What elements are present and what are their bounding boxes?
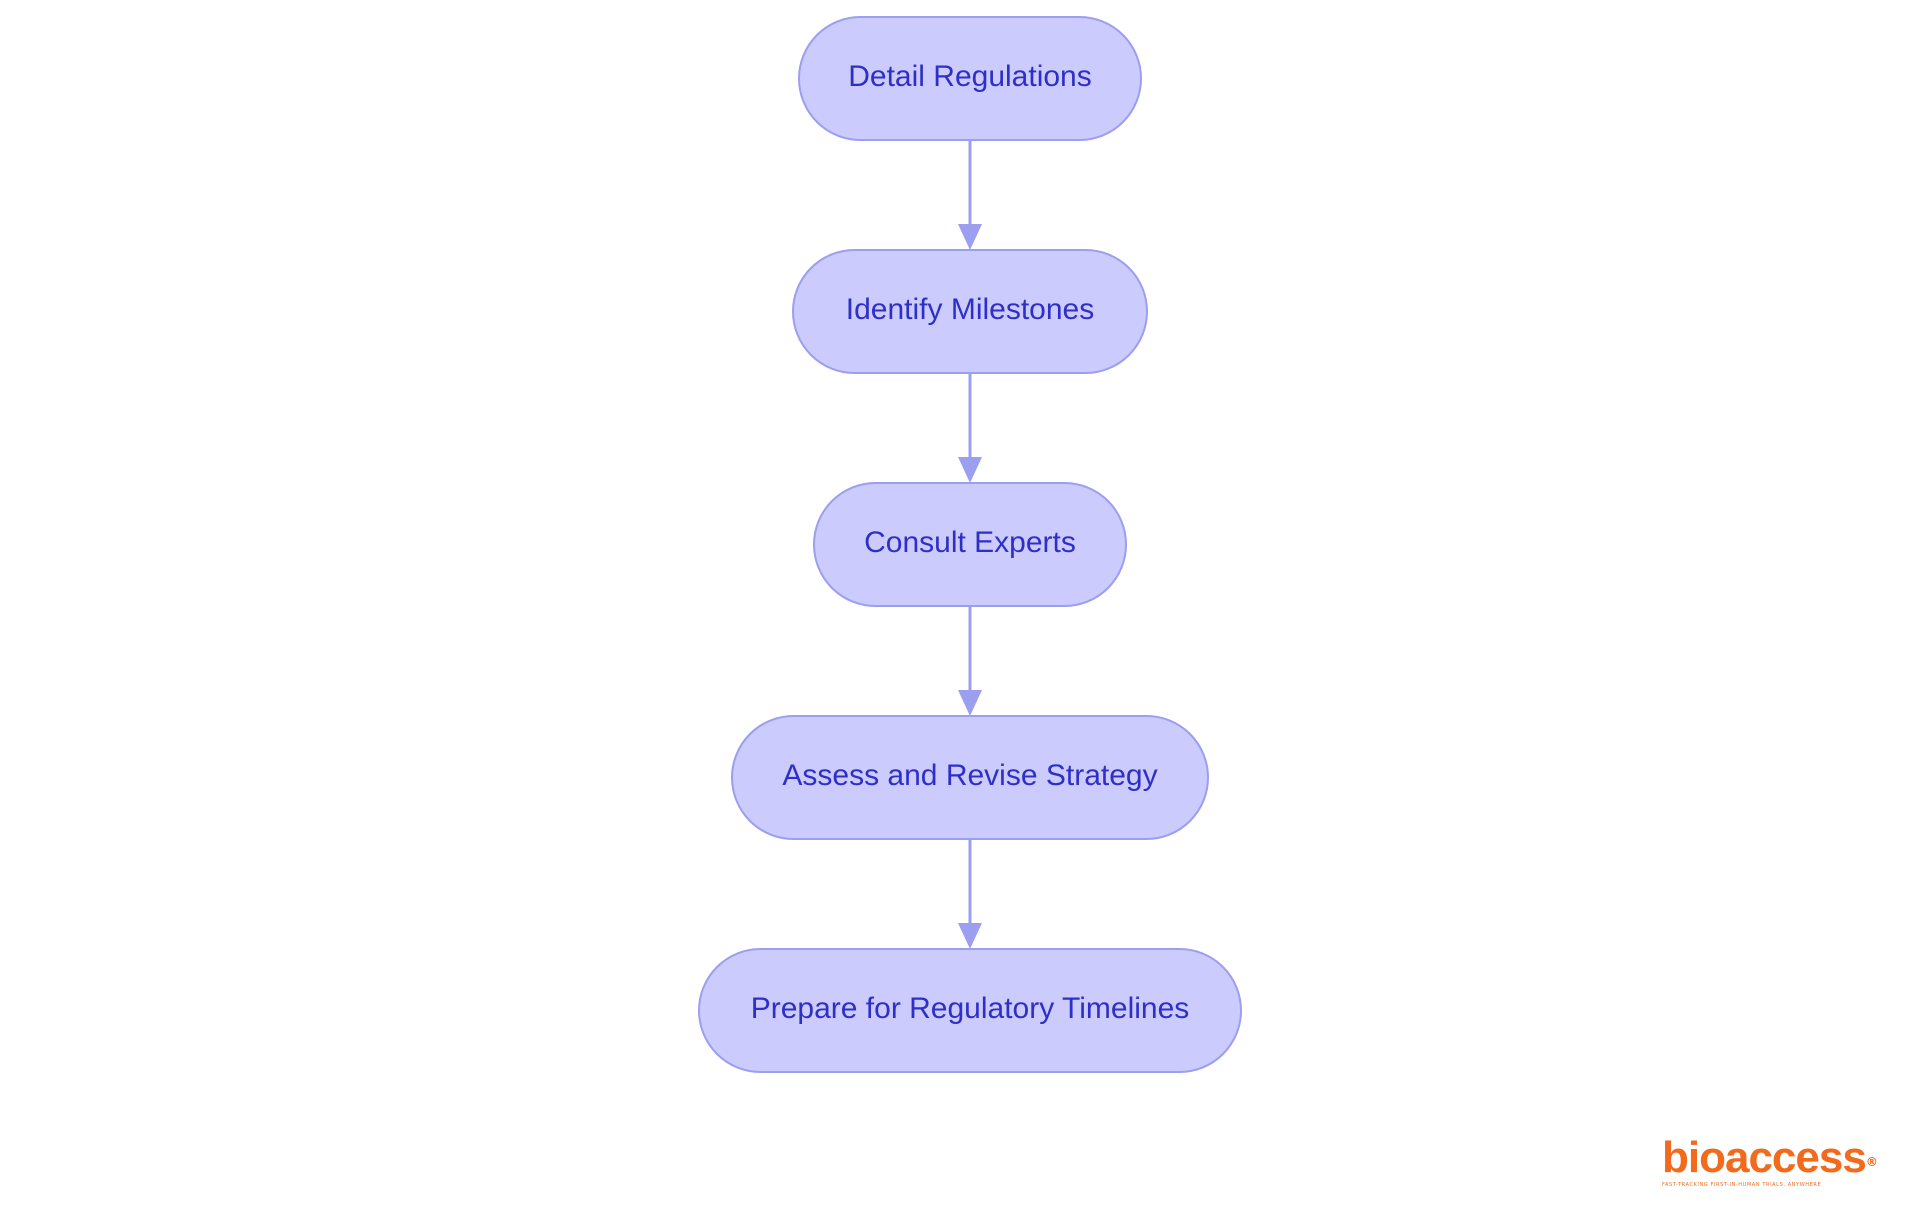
edges xyxy=(958,140,982,949)
logo-wordmark: bioaccess xyxy=(1662,1133,1867,1182)
node-label: Assess and Revise Strategy xyxy=(782,759,1157,792)
arrowhead-identify-to-consult xyxy=(958,457,982,483)
arrowhead-assess-to-prepare xyxy=(958,923,982,949)
arrowhead-detail-to-identify xyxy=(958,224,982,250)
node-label: Prepare for Regulatory Timelines xyxy=(751,992,1190,1025)
node-consult-experts: Consult Experts xyxy=(813,482,1127,607)
logo-tagline: FAST-TRACKING FIRST-IN-HUMAN TRIALS, ANY… xyxy=(1662,1182,1822,1188)
arrowhead-consult-to-assess xyxy=(958,690,982,716)
node-detail-regulations: Detail Regulations xyxy=(798,16,1142,141)
node-prepare-for-regulatory-timelines: Prepare for Regulatory Timelines xyxy=(698,948,1242,1073)
node-label: Detail Regulations xyxy=(848,60,1091,93)
node-assess-and-revise-strategy: Assess and Revise Strategy xyxy=(731,715,1209,840)
node-label: Consult Experts xyxy=(864,526,1076,559)
bioaccess-logo: bioaccess® FAST-TRACKING FIRST-IN-HUMAN … xyxy=(1662,1136,1882,1192)
node-label: Identify Milestones xyxy=(846,293,1094,326)
registered-mark-icon: ® xyxy=(1865,1155,1878,1169)
node-identify-milestones: Identify Milestones xyxy=(792,249,1148,374)
